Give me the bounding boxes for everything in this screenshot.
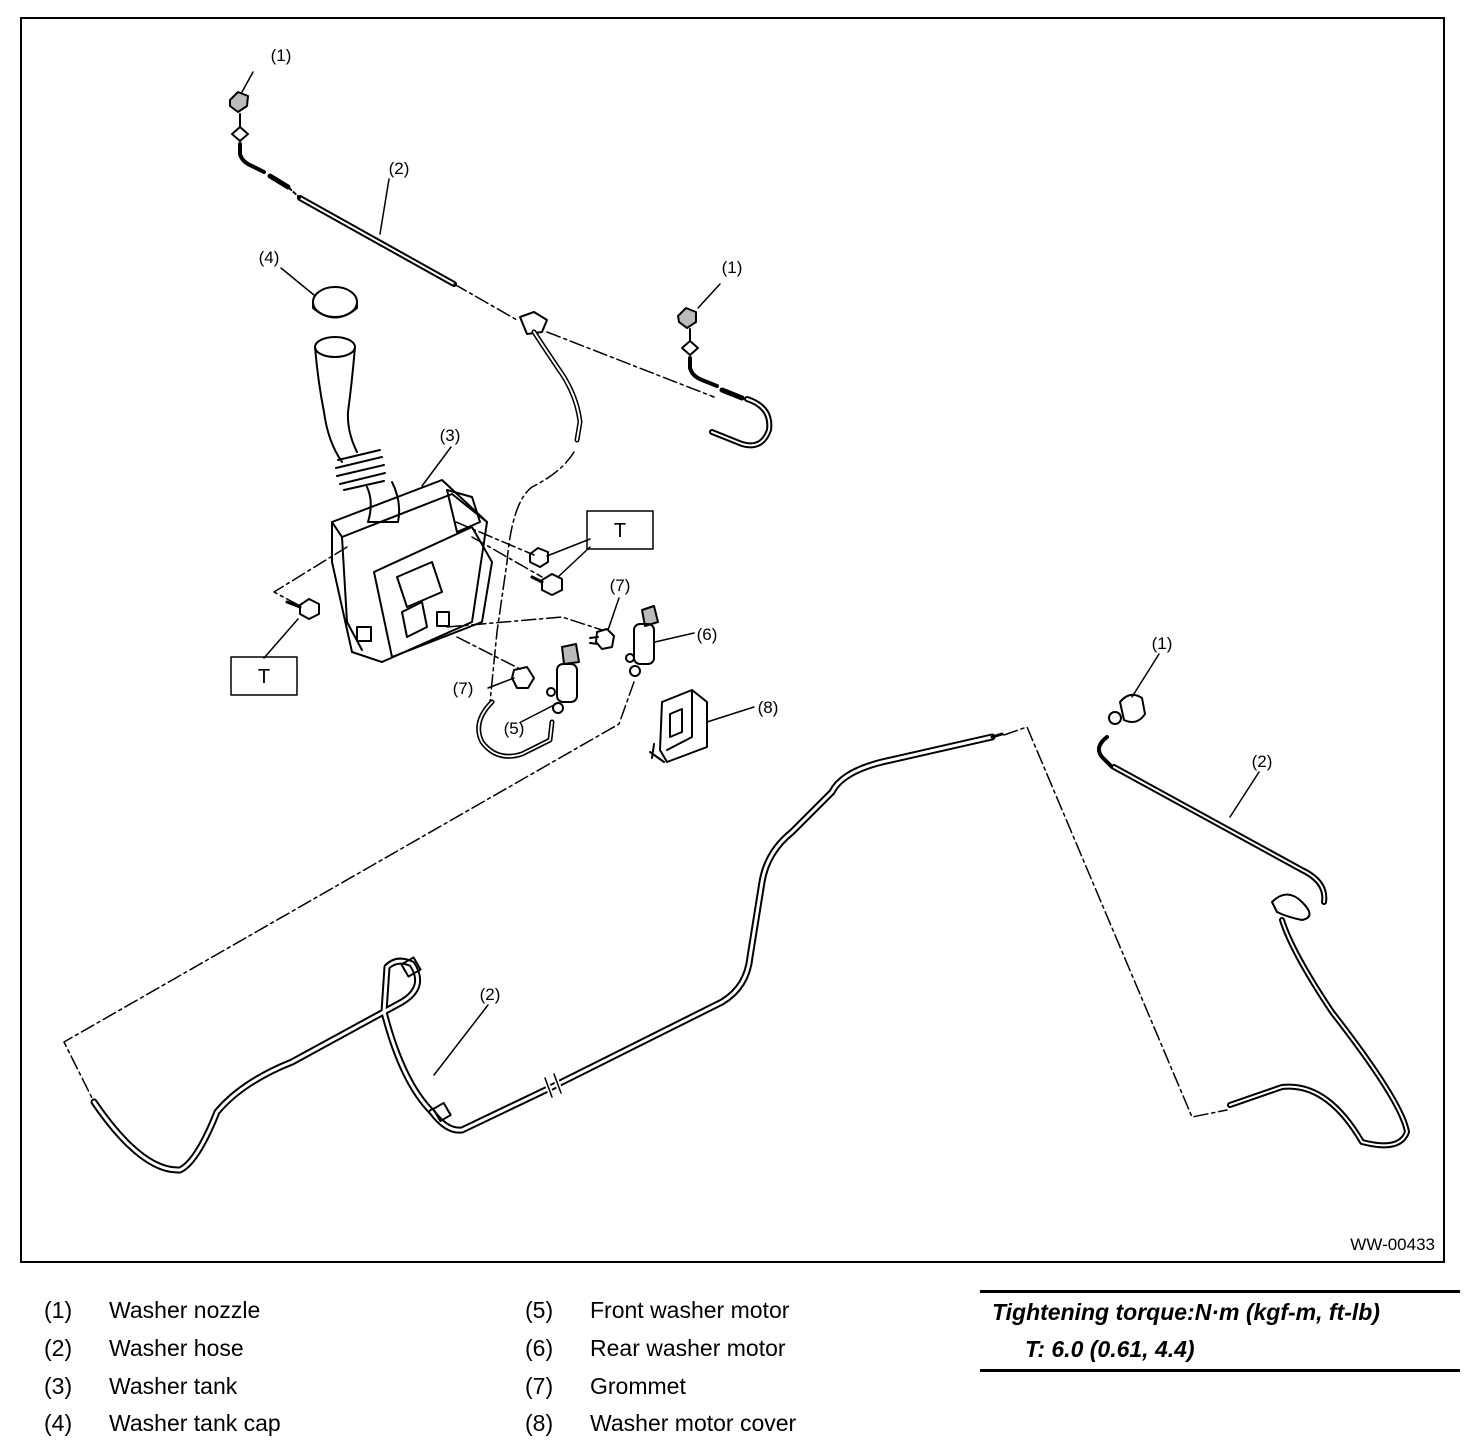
legend-number: (2) — [44, 1335, 73, 1361]
legend-label: Grommet — [590, 1373, 686, 1399]
washer-tank-cap — [312, 286, 358, 319]
legend-number: (5) — [525, 1297, 554, 1323]
washer-hose-upper — [288, 187, 518, 321]
callout-4: (4) — [259, 248, 280, 267]
diagram-drawing: (1) (2) (4) (1) (3) (7) (6) (1) (7) (8) … — [63, 46, 1410, 1174]
legend-label: Washer tank — [109, 1373, 238, 1399]
bolt-upper — [529, 547, 563, 596]
grommet-upper — [589, 628, 615, 650]
front-nozzle-left — [229, 91, 291, 190]
legend-label: Washer nozzle — [109, 1297, 261, 1323]
legend-number: (4) — [44, 1410, 73, 1436]
washer-hose-right — [1111, 764, 1410, 1149]
legend-number: (3) — [44, 1373, 73, 1399]
callout-1-front-right: (1) — [722, 258, 743, 277]
legend-number: (8) — [525, 1410, 554, 1436]
callout-1-front-left: (1) — [271, 46, 292, 65]
torque-value: T: 6.0 (0.61, 4.4) — [1025, 1336, 1195, 1362]
bolt-lower — [285, 598, 320, 620]
legend-label: Washer tank cap — [109, 1410, 281, 1436]
front-nozzle-right — [677, 307, 773, 449]
rear-washer-motor — [625, 605, 659, 677]
callout-3: (3) — [440, 426, 461, 445]
callout-6: (6) — [697, 625, 718, 644]
figure-id: WW-00433 — [1350, 1235, 1435, 1254]
callout-5: (5) — [504, 719, 525, 738]
front-washer-motor — [476, 643, 580, 759]
washer-tank — [314, 336, 493, 663]
legend-label: Washer motor cover — [590, 1410, 797, 1436]
legend-label: Rear washer motor — [590, 1335, 786, 1361]
washer-hose-rear — [90, 732, 1004, 1174]
torque-spec: Tightening torque:N·m (kgf-m, ft-lb) T: … — [980, 1290, 1460, 1372]
callout-2-upper: (2) — [389, 159, 410, 178]
exploded-view-diagram: (1) (2) (4) (1) (3) (7) (6) (1) (7) (8) … — [20, 17, 1445, 1263]
callout-1-rear: (1) — [1152, 634, 1173, 653]
washer-motor-cover — [649, 689, 708, 763]
callout-2-right: (2) — [1252, 752, 1273, 771]
legend-label: Front washer motor — [590, 1297, 790, 1323]
legend-number: (6) — [525, 1335, 554, 1361]
callout-8: (8) — [758, 698, 779, 717]
callout-2-lower: (2) — [480, 985, 501, 1004]
legend-label: Washer hose — [109, 1335, 244, 1361]
legend-number: (7) — [525, 1373, 554, 1399]
callout-7-upper: (7) — [610, 576, 631, 595]
torque-box-lower-label: T — [258, 666, 270, 688]
torque-box-lower — [230, 656, 298, 696]
grommet-lower — [511, 666, 535, 689]
callout-7-lower: (7) — [453, 679, 474, 698]
torque-box-upper-label: T — [614, 520, 626, 542]
torque-title: Tightening torque:N·m (kgf-m, ft-lb) — [992, 1299, 1380, 1325]
legend-number: (1) — [44, 1297, 73, 1323]
hose-connector — [519, 311, 583, 443]
rear-nozzle — [1096, 693, 1146, 769]
torque-box-upper — [586, 510, 654, 550]
